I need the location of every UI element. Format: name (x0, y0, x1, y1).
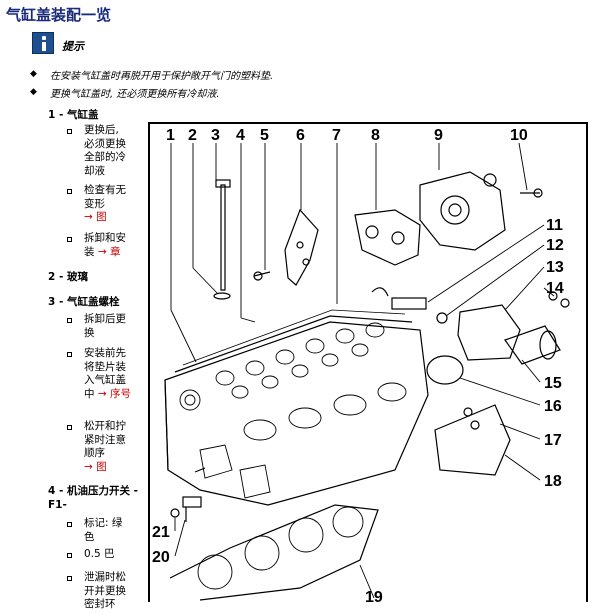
checkbox-icon (67, 189, 72, 194)
diagram-frame (148, 122, 588, 602)
diagram-label: 14 (546, 280, 564, 297)
diagram-label: 11 (546, 217, 563, 234)
sequence-link[interactable]: → 序号 (97, 387, 131, 400)
diagram-label: 3 (211, 127, 220, 144)
checkbox-icon (67, 352, 72, 357)
checkbox-icon (67, 522, 72, 527)
diagram-label: 13 (546, 259, 564, 276)
diagram-label: 4 (236, 127, 245, 144)
item-heading: 4 - 机油压力开关 - F1- (48, 485, 138, 511)
page-title: 气缸盖装配一览 (6, 6, 112, 24)
checkbox-icon (67, 318, 72, 323)
checkbox-icon (67, 576, 72, 581)
item-heading: 2 - 玻璃 (48, 271, 88, 283)
head-gasket (169, 504, 379, 601)
item-text: 检查有无变形 → 图 (84, 184, 142, 225)
diagram-label: 2 (188, 127, 197, 144)
checkbox-icon (67, 425, 72, 430)
item-text: 拆卸和安 装 → 章 (84, 232, 126, 258)
diagram-label: 9 (434, 127, 443, 144)
item-heading: 3 - 气缸盖螺栓 (48, 296, 120, 308)
bullet-icon: ◆ (30, 69, 37, 79)
diagram-label: 10 (510, 127, 528, 144)
checkbox-icon (67, 553, 72, 558)
bullet-text: 更换气缸盖时, 还必须更换所有冷却液. (50, 89, 220, 100)
diagram-label: 16 (544, 398, 562, 415)
figure-link[interactable]: → 图 (84, 460, 107, 473)
item-text: 更换后,必须更换 全部的冷却液 (84, 124, 126, 177)
checkbox-icon (67, 237, 72, 242)
checkbox-icon (67, 129, 72, 134)
diagram-label: 18 (544, 473, 562, 490)
diagram-label: 6 (296, 127, 305, 144)
item-text: 标记: 绿色 (84, 517, 123, 543)
bullet-text: 在安装气缸盖时再脱开用于保护敞开气门的塑料垫. (50, 71, 274, 82)
diagram-label: 5 (260, 127, 269, 144)
diagram-label: 15 (544, 375, 562, 392)
bullet-icon: ◆ (30, 87, 37, 97)
item-text: 0.5 巴 (84, 548, 115, 560)
diagram-label: 7 (332, 127, 341, 144)
info-icon (32, 32, 54, 54)
figure-link[interactable]: → 图 (84, 211, 107, 223)
diagram-label: 19 (365, 589, 383, 602)
diagram-label: 12 (546, 237, 564, 254)
item-text: 松开和拧紧时注意 顺序 → 图 (84, 420, 142, 474)
item-text: 安装前先将垫片装 入气缸盖 中 → 序号 (84, 347, 131, 400)
diagram-label: 17 (544, 432, 562, 449)
cylinder-head-body (164, 321, 429, 506)
diagram-label: 1 (166, 127, 175, 144)
chapter-link[interactable]: → 章 (97, 245, 121, 258)
item-heading: 1 - 气缸盖 (48, 109, 99, 121)
diagram-label: 21 (152, 524, 170, 541)
note-label: 提示 (62, 40, 84, 53)
diagram-label: 20 (152, 549, 170, 566)
diagram-label: 8 (371, 127, 380, 144)
item-text: 拆卸后更换 (84, 313, 126, 339)
